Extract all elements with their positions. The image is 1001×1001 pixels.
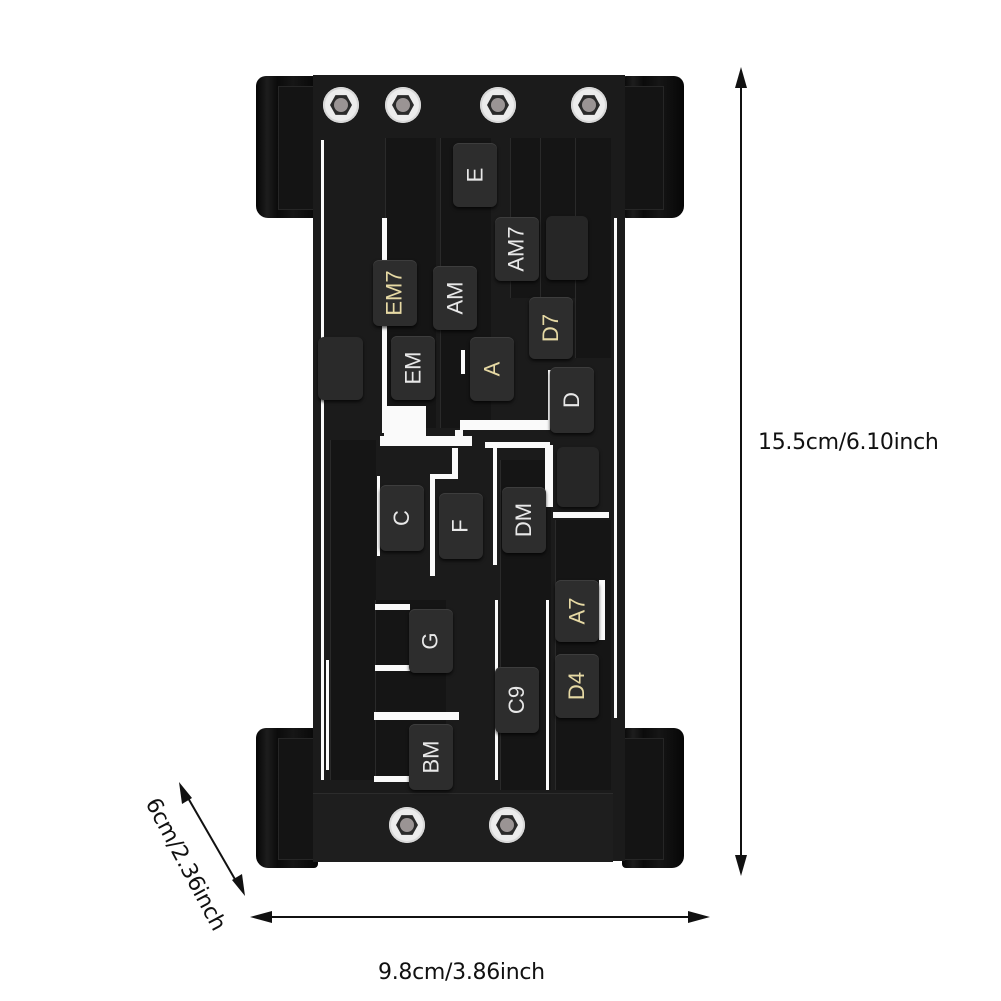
clamp-top-right	[622, 76, 684, 218]
chord-key-f[interactable]: F	[439, 493, 483, 559]
slot	[326, 660, 329, 770]
chord-key-d4[interactable]: D4	[555, 654, 599, 718]
slot	[375, 604, 410, 610]
screw-icon	[389, 807, 425, 843]
blank-key[interactable]	[557, 447, 599, 507]
slot	[430, 474, 458, 479]
slot	[460, 420, 550, 430]
screw-icon	[323, 87, 359, 123]
chord-key-g[interactable]: G	[409, 609, 453, 673]
slot	[374, 712, 459, 720]
screw-icon	[489, 807, 525, 843]
chord-key-em[interactable]: EM	[391, 336, 435, 400]
width-dimension-label: 9.8cm/3.86inch	[378, 960, 545, 985]
screw-icon	[571, 87, 607, 123]
screw-icon	[385, 87, 421, 123]
chord-key-em7[interactable]: EM7	[373, 260, 417, 326]
slot	[546, 600, 549, 790]
chord-key-bm[interactable]: BM	[409, 724, 453, 790]
slot	[461, 350, 465, 374]
slot	[493, 445, 497, 565]
chord-key-d[interactable]: D	[550, 367, 594, 433]
slot	[452, 448, 458, 478]
chord-key-dm[interactable]: DM	[502, 487, 546, 553]
screw-icon	[480, 87, 516, 123]
chord-key-c[interactable]: C	[380, 485, 424, 551]
slot	[430, 476, 435, 576]
slot	[384, 406, 426, 436]
chord-key-e[interactable]: E	[453, 143, 497, 207]
slot	[321, 140, 324, 780]
chord-key-am7[interactable]: AM7	[495, 217, 539, 281]
slot	[380, 436, 472, 446]
slot	[485, 442, 550, 448]
slot	[455, 430, 463, 446]
height-dimension-label: 15.5cm/6.10inch	[758, 430, 939, 455]
slot	[375, 665, 410, 671]
chord-key-c9[interactable]: C9	[495, 667, 539, 733]
slot	[374, 776, 409, 782]
slot	[614, 218, 617, 718]
chord-key-am[interactable]: AM	[433, 266, 477, 330]
side-tab-left[interactable]	[318, 337, 363, 400]
chord-key-d7[interactable]: D7	[529, 297, 573, 359]
chord-key-a7[interactable]: A7	[555, 580, 599, 642]
chord-key-a[interactable]: A	[470, 337, 514, 401]
slot	[553, 512, 609, 518]
clamp-bottom-right	[622, 728, 684, 868]
slot	[599, 580, 605, 640]
bottom-plate	[313, 793, 613, 862]
slot	[377, 476, 380, 556]
slot	[545, 445, 553, 507]
blank-key[interactable]	[546, 216, 588, 280]
rail	[330, 440, 376, 780]
